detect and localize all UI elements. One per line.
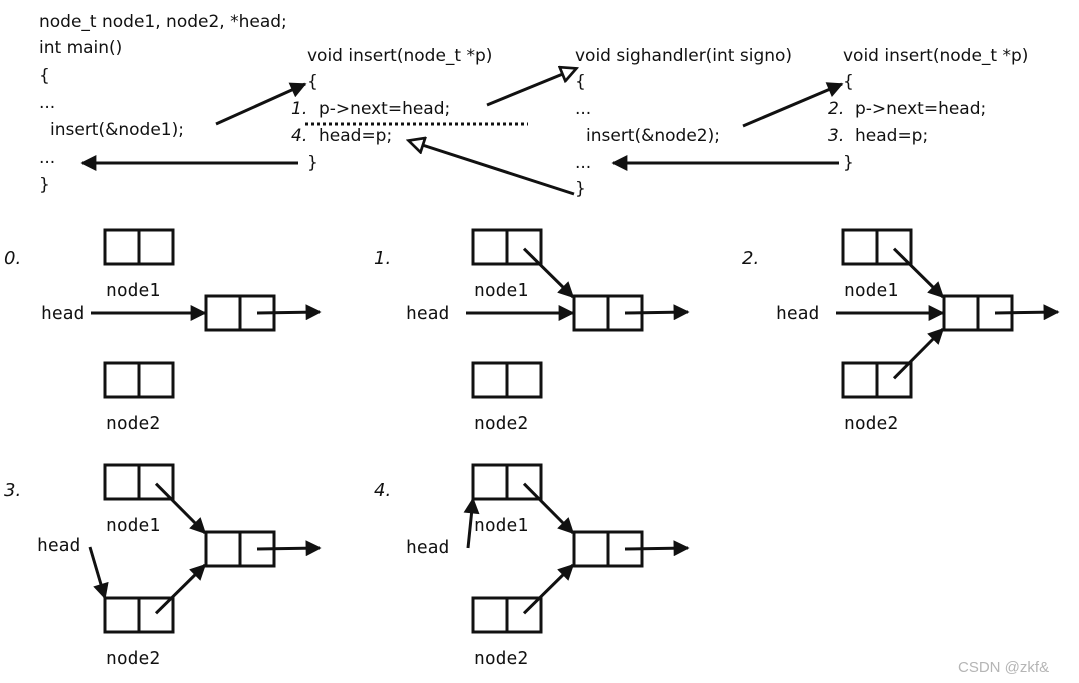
insert2-step-number-3: 3. <box>828 126 844 146</box>
main-ellipsis-2: ... <box>39 148 55 168</box>
list-next-arrow <box>624 304 690 321</box>
head-label: head <box>406 537 449 558</box>
node2-next-arrow <box>522 563 575 615</box>
sighandler-open-brace: { <box>575 72 586 92</box>
state-panel-1: 1. node1 node2 head <box>374 228 690 434</box>
insert1-step-number-4: 4. <box>291 126 307 146</box>
signal-return-arrow <box>410 141 575 196</box>
code-sighandler: void sighandler(int signo) { ... insert(… <box>575 46 792 199</box>
call-insert2-arrow <box>742 82 844 128</box>
node1-label: node1 <box>474 280 528 301</box>
main-declaration: node_t node1, node2, *head; <box>39 12 287 32</box>
state-step-label: 4. <box>374 480 391 501</box>
node2-next-arrow <box>154 563 207 615</box>
insert1-signature: void insert(node_t *p) <box>307 46 492 66</box>
code-insert-first: void insert(node_t *p) { 1. p->next=head… <box>291 46 528 173</box>
head-label: head <box>41 303 84 324</box>
control-flow-arrows <box>80 69 844 196</box>
list-next-arrow <box>256 540 322 557</box>
node1-next-arrow <box>892 247 945 299</box>
list-next-arrow <box>624 540 690 557</box>
state-panel-0: 0. node1 node2 head <box>4 228 322 434</box>
code-main: node_t node1, node2, *head; int main() {… <box>39 12 287 195</box>
main-insert-call: insert(&node1); <box>50 120 184 140</box>
head-pointer-arrow <box>463 497 480 549</box>
watermark: CSDN @zkf& <box>958 659 1049 676</box>
state-step-label: 1. <box>374 248 391 269</box>
sighandler-insert-call: insert(&node2); <box>586 126 720 146</box>
insert1-line-next: p->next=head; <box>319 99 450 119</box>
insert2-close-brace: } <box>843 153 854 173</box>
node1-next-arrow <box>154 482 207 535</box>
insert2-step-number-2: 2. <box>828 99 844 119</box>
state-step-label: 0. <box>4 248 21 269</box>
main-close-brace: } <box>39 175 50 195</box>
node2-label: node2 <box>474 413 528 434</box>
sighandler-signature: void sighandler(int signo) <box>575 46 792 66</box>
head-label: head <box>406 303 449 324</box>
state-step-label: 3. <box>4 480 21 501</box>
state-panel-4: 4. node1 node2 head <box>374 463 690 669</box>
node1-label: node1 <box>844 280 898 301</box>
sighandler-ellipsis-2: ... <box>575 153 591 173</box>
insert1-close-brace: } <box>307 153 318 173</box>
node2-label: node2 <box>106 648 160 669</box>
state-diagrams: 0. node1 node2 head 1. node1 node2 head 2. node1 n… <box>4 228 1060 669</box>
node1-next-arrow <box>522 247 575 299</box>
code-insert-second: void insert(node_t *p) { 2. p->next=head… <box>828 46 1028 173</box>
node1-label: node1 <box>106 515 160 536</box>
main-open-brace: { <box>39 66 50 86</box>
node2-label: node2 <box>844 413 898 434</box>
call-insert1-arrow <box>215 82 307 126</box>
node2-next-arrow <box>892 327 945 380</box>
state-step-label: 2. <box>742 248 759 269</box>
list-next-arrow <box>994 304 1060 321</box>
insert2-open-brace: { <box>843 72 854 92</box>
insert2-line-head: head=p; <box>855 126 928 146</box>
head-pointer-arrow <box>88 546 109 600</box>
node1-label: node1 <box>106 280 160 301</box>
state-panel-2: 2. node1 node2 head <box>742 228 1060 434</box>
main-signature: int main() <box>39 38 122 58</box>
sighandler-ellipsis-1: ... <box>575 99 591 119</box>
main-ellipsis-1: ... <box>39 93 55 113</box>
node2-label: node2 <box>106 413 160 434</box>
signal-interrupt-arrow <box>486 69 575 107</box>
insert2-signature: void insert(node_t *p) <box>843 46 1028 66</box>
list-next-arrow <box>256 304 322 321</box>
node1-label: node1 <box>474 515 528 536</box>
head-label: head <box>776 303 819 324</box>
insert1-open-brace: { <box>307 72 318 92</box>
node1-next-arrow <box>522 482 575 535</box>
state-panel-3: 3. node1 node2 head <box>4 463 322 669</box>
insert2-line-next: p->next=head; <box>855 99 986 119</box>
sighandler-close-brace: } <box>575 179 586 199</box>
insert1-step-number-1: 1. <box>291 99 307 119</box>
node2-label: node2 <box>474 648 528 669</box>
head-label: head <box>37 535 80 556</box>
insert1-line-head: head=p; <box>319 126 392 146</box>
